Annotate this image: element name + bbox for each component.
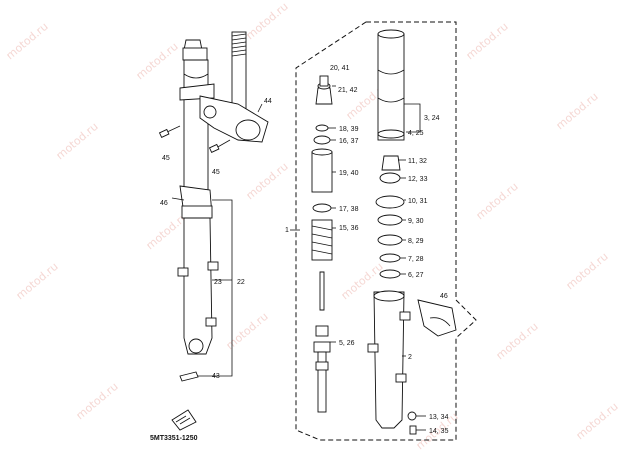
callout-45: 45	[162, 155, 170, 162]
callout-21-42: 21, 42	[338, 87, 358, 94]
callout-16-37: 16, 37	[339, 138, 359, 145]
callout-8-29: 8, 29	[408, 238, 424, 245]
callout-3-24: 3, 24	[424, 115, 440, 122]
watermark-text: motod.ru	[4, 20, 51, 62]
assembled-fork	[158, 31, 269, 382]
watermark-text: motod.ru	[244, 0, 291, 42]
watermark-text: motod.ru	[494, 320, 541, 362]
assembly-boundary	[295, 21, 477, 441]
callout-22: 22	[237, 279, 245, 286]
watermark-text: motod.ru	[244, 160, 291, 202]
callout-12-33: 12, 33	[408, 176, 428, 183]
watermark-text: motod.ru	[74, 380, 121, 422]
callout-6-27: 6, 27	[408, 272, 424, 279]
callout-4-25: 4, 25	[408, 130, 424, 137]
callout-10-31: 10, 31	[408, 198, 428, 205]
callout-20-41: 20, 41	[330, 65, 350, 72]
diagram-code: 5MT3351-1250	[150, 435, 198, 442]
callout-18-39: 18, 39	[339, 126, 359, 133]
callout-labels: 44 45 45 46 22 23 43 1 20, 41 21, 42 18,…	[160, 65, 449, 435]
callout-17-38: 17, 38	[339, 206, 359, 213]
watermark-text: motod.ru	[464, 20, 511, 62]
callout-14-35: 14, 35	[429, 428, 449, 435]
callout-45: 45	[212, 169, 220, 176]
callout-44: 44	[264, 98, 272, 105]
watermark-text: motod.ru	[574, 400, 621, 442]
callout-11-32: 11, 32	[408, 158, 427, 165]
callout-1: 1	[285, 227, 289, 234]
callout-5-26: 5, 26	[339, 340, 355, 347]
callout-15-36: 15, 36	[339, 225, 359, 232]
front-arrow-icon	[171, 409, 197, 431]
exploded-center-column	[311, 75, 333, 413]
callout-13-34: 13, 34	[429, 414, 449, 421]
callout-9-30: 9, 30	[408, 218, 424, 225]
callout-23: 23	[214, 279, 222, 286]
watermark-text: motod.ru	[14, 260, 61, 302]
callout-43: 43	[212, 373, 220, 380]
callout-2: 2	[408, 354, 412, 361]
watermark-text: motod.ru	[224, 310, 271, 352]
watermark-text: motod.ru	[134, 40, 181, 82]
watermark-text: motod.ru	[474, 180, 521, 222]
exploded-right-column	[367, 29, 457, 435]
callout-7-28: 7, 28	[408, 256, 424, 263]
callout-46: 46	[160, 200, 168, 207]
callout-46: 46	[440, 293, 448, 300]
callout-19-40: 19, 40	[339, 170, 359, 177]
watermark-text: motod.ru	[564, 250, 611, 292]
watermark-text: motod.ru	[54, 120, 101, 162]
watermark-text: motod.ru	[554, 90, 601, 132]
leader-lines	[328, 85, 426, 431]
